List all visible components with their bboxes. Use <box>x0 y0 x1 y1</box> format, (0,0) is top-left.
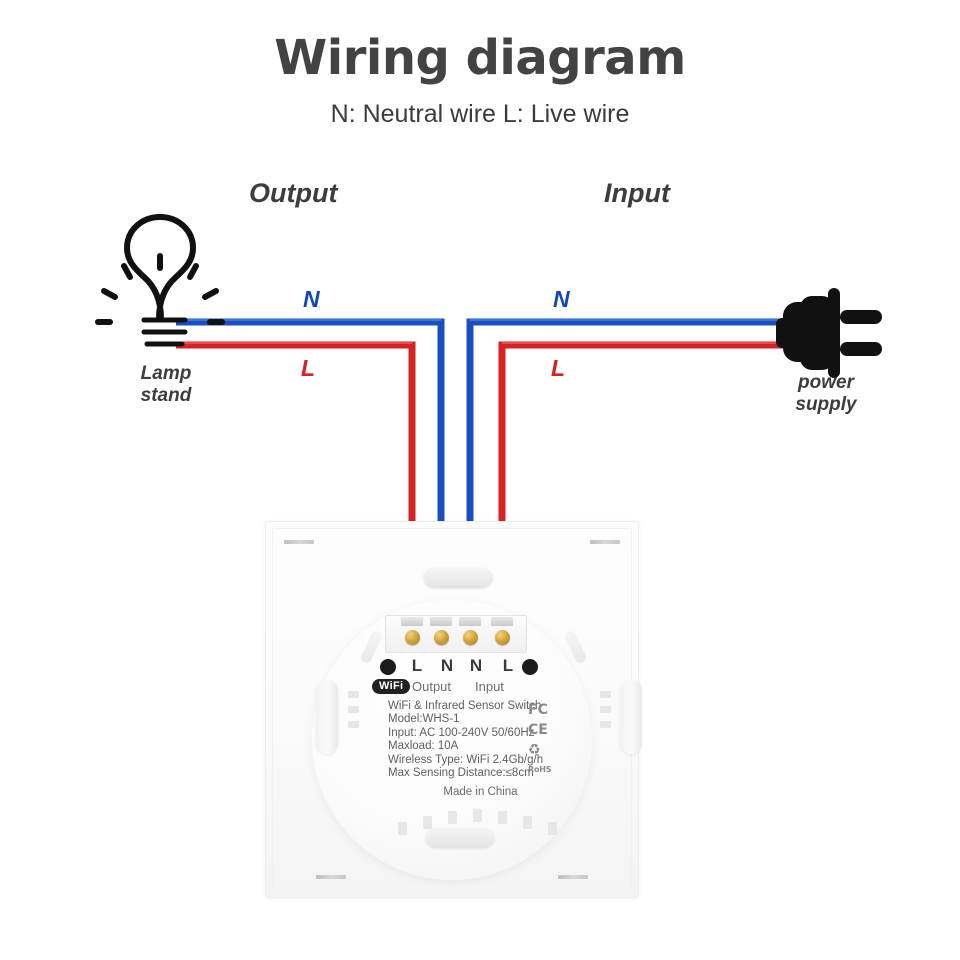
vent-slots-right <box>600 691 611 736</box>
vent-slot <box>523 815 532 829</box>
vent-slot <box>448 810 457 824</box>
status-indicator-right <box>522 659 538 675</box>
terminal-letter-live-3: L <box>502 656 514 675</box>
output-live-label: L <box>301 355 316 381</box>
page-title: Wiring diagram <box>274 30 686 86</box>
module-pill-bottom <box>425 826 495 848</box>
lamp-stand-label: Lamp stand <box>106 363 226 408</box>
terminal-clamp <box>401 617 423 626</box>
terminal-letter-neutral-2: N <box>469 656 483 675</box>
input-neutral-label: N <box>553 286 570 312</box>
output-section-label: Output <box>249 178 338 208</box>
mounting-ear-right <box>620 680 642 754</box>
certification-marks: FC CE ♻ RoHS <box>528 700 574 780</box>
cert-mark-rohs: RoHS <box>528 765 552 774</box>
terminal-screw[interactable] <box>433 630 449 645</box>
panel-clip-bottom-left <box>316 875 346 879</box>
spec-line-1: Model:WHS-1 <box>388 713 460 726</box>
panel-clip-bottom-right <box>558 875 588 879</box>
spec-line-2: Input: AC 100-240V 50/60Hz <box>388 726 535 739</box>
power-supply-label: power supply <box>762 372 890 417</box>
vent-slot <box>423 815 432 829</box>
cert-mark-: ♻ <box>528 742 541 758</box>
made-in-label: Made in China <box>443 786 518 798</box>
mounting-ear-left <box>316 680 338 754</box>
panel-clip-top-left <box>284 540 314 544</box>
spec-line-4: Wireless Type: WiFi 2.4Gb/g/h <box>388 753 544 766</box>
page-subtitle: N: Neutral wire L: Live wire <box>330 100 630 128</box>
lightbulb-icon <box>95 213 225 347</box>
plug-label-line1: power <box>798 372 854 393</box>
output-neutral-label: N <box>303 286 320 312</box>
vent-slot <box>548 822 557 835</box>
lamp-label-line1: Lamp <box>140 363 192 384</box>
terminal-screw[interactable] <box>494 630 510 645</box>
vent-slot <box>398 822 407 835</box>
spec-line-5: Max Sensing Distance:≤8cm <box>388 767 534 780</box>
input-section-label: Input <box>604 178 670 208</box>
input-live-label: L <box>551 355 566 381</box>
terminal-screw[interactable] <box>404 630 420 645</box>
vent-slot <box>473 809 482 822</box>
terminal-letter-live-0: L <box>411 656 423 675</box>
spec-line-0: WiFi & Infrared Sensor Switch <box>388 700 542 712</box>
vent-slot <box>498 810 507 824</box>
terminal-clamp <box>430 617 452 626</box>
vent-slots-left <box>348 691 359 736</box>
cert-mark-ce: CE <box>528 722 548 738</box>
cert-mark-fc: FC <box>528 702 548 718</box>
terminal-clamp <box>491 617 513 626</box>
lamp-label-line2: stand <box>140 385 192 407</box>
plug-label-line2: supply <box>795 394 857 416</box>
terminal-screw[interactable] <box>462 630 478 645</box>
module-pill-top <box>423 566 493 588</box>
terminal-letter-neutral-1: N <box>440 656 454 675</box>
panel-clip-top-right <box>590 540 620 544</box>
status-indicator-left <box>380 659 396 675</box>
terminal-input-word: Input <box>475 679 504 694</box>
terminal-clamp <box>459 617 481 626</box>
spec-line-3: Maxload: 10A <box>388 740 459 753</box>
power-plug-icon <box>776 288 882 378</box>
module-vent-arc <box>392 795 562 835</box>
wifi-badge: WiFi <box>372 679 411 694</box>
terminal-output-word: Output <box>412 679 452 694</box>
